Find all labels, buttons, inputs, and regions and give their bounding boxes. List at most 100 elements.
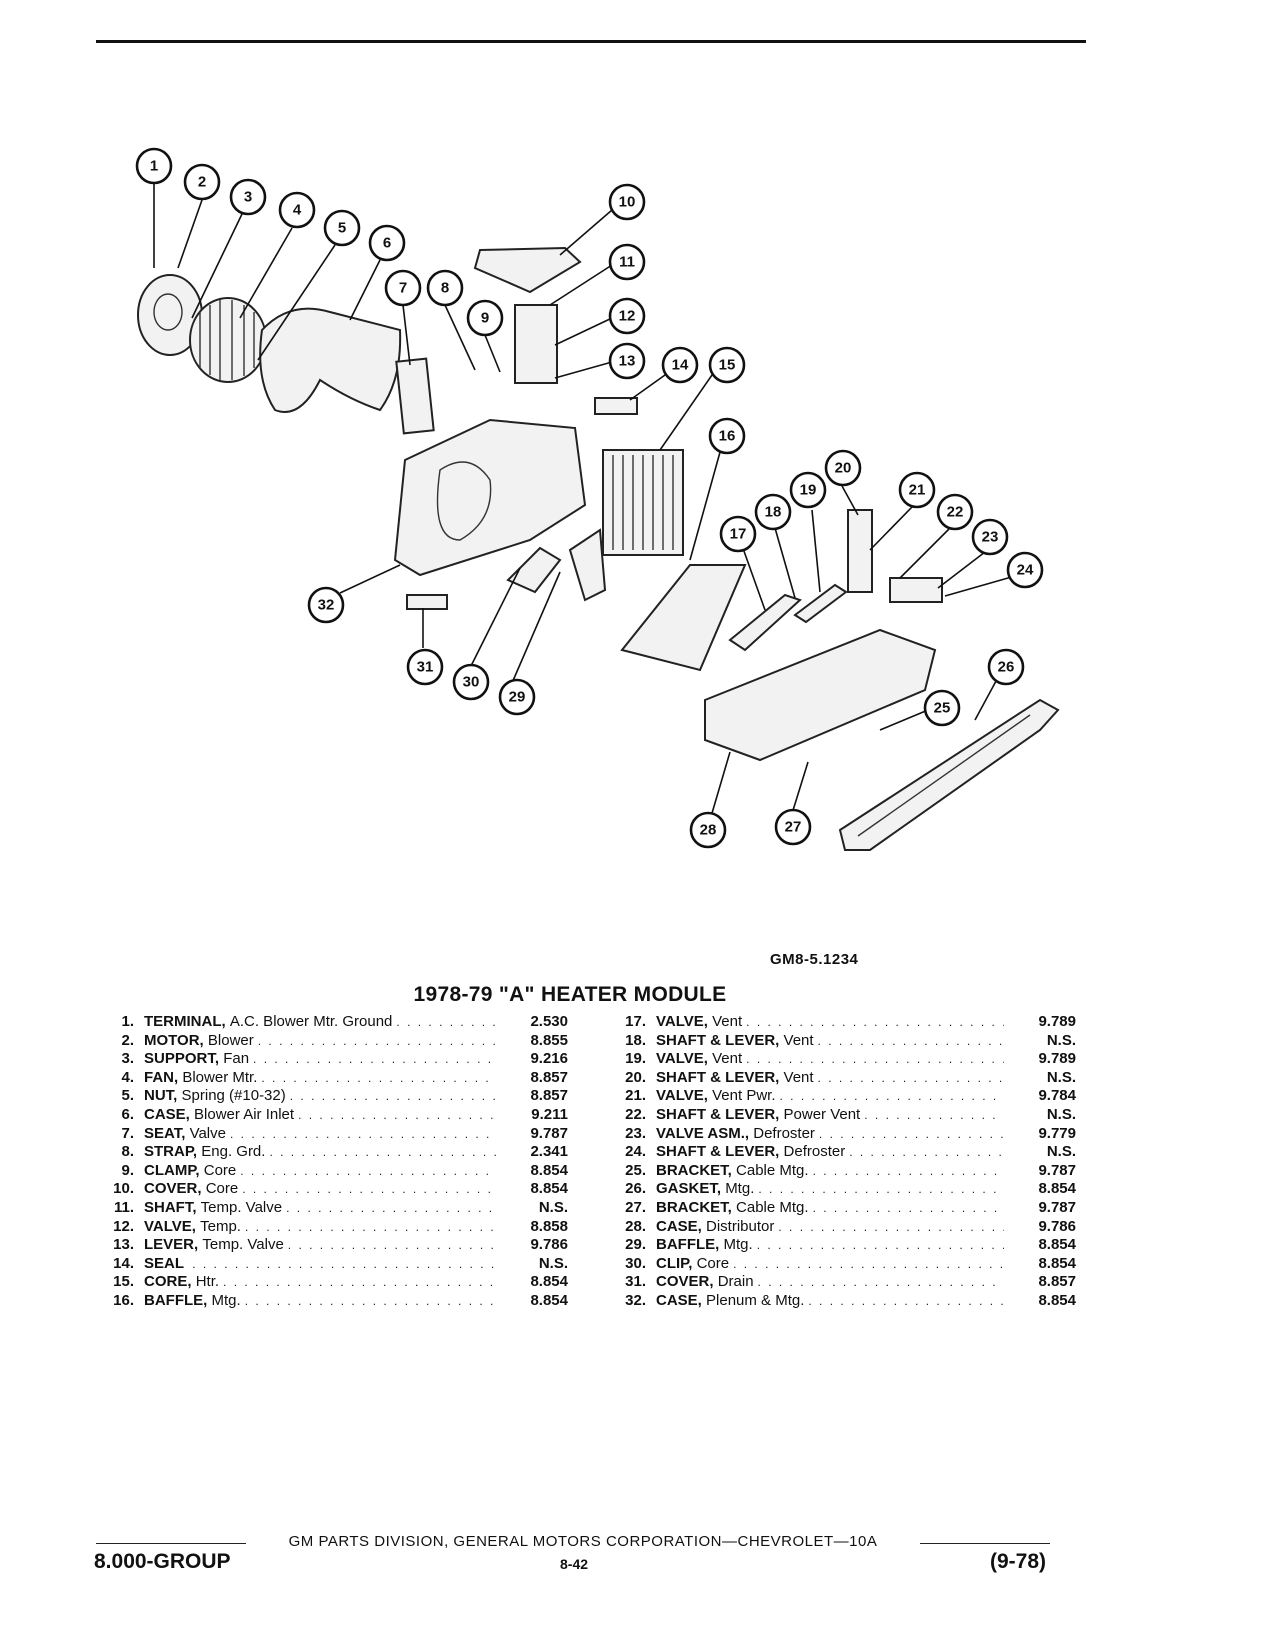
part-number: 25.	[625, 1161, 646, 1179]
leader-dots	[818, 1034, 1004, 1048]
top-rule	[96, 40, 1086, 43]
part-desc: Vent	[783, 1031, 814, 1049]
leader-dots	[298, 1108, 496, 1122]
part-number: 26.	[625, 1180, 646, 1198]
part-desc: Distributor	[706, 1217, 775, 1235]
part-code: 9.784	[1038, 1087, 1076, 1105]
table-row: 3.SUPPORT, Fan9.216	[88, 1050, 568, 1069]
part-code: N.S.	[538, 1254, 568, 1272]
part-code: 8.857	[530, 1068, 568, 1086]
callout-20-label: 20	[835, 460, 852, 477]
leader-dots	[396, 1015, 496, 1029]
part-number: 6.	[121, 1105, 134, 1123]
part-drawings	[137, 246, 1060, 851]
part-name: COVER,	[144, 1180, 202, 1198]
leader-dots	[223, 1275, 496, 1289]
part-desc: Vent	[712, 1013, 743, 1030]
part-code: N.S.	[538, 1198, 568, 1216]
callout-5: 5	[323, 209, 361, 247]
part-number: 1.	[121, 1013, 134, 1030]
part-desc: Vent Pwr.	[712, 1087, 776, 1105]
page-title: 1978-79 "A" HEATER MODULE	[413, 983, 727, 1006]
table-row: 10.COVER, Core8.854	[88, 1180, 568, 1199]
leader-dots	[253, 1052, 496, 1066]
leader-dots	[780, 1089, 1005, 1103]
callout-15-label: 15	[719, 357, 736, 374]
callout-7-label: 7	[399, 280, 407, 297]
callout-9-label: 9	[481, 310, 489, 327]
part-name: CLIP,	[656, 1254, 693, 1272]
part-number: 31.	[625, 1273, 646, 1291]
table-row: 14.SEAL N.S.	[88, 1255, 568, 1274]
part-number: 24.	[625, 1143, 646, 1161]
group-label: 8.000-GROUP	[94, 1550, 231, 1573]
part-name: SEAL	[144, 1254, 185, 1272]
part-code: 8.854	[1038, 1180, 1076, 1198]
part-number: 13.	[113, 1236, 134, 1254]
callout-16-label: 16	[719, 428, 736, 445]
callout-2-label: 2	[198, 174, 206, 191]
callout-21: 21	[898, 471, 936, 509]
part-code: 8.854	[530, 1180, 568, 1198]
table-row: 8.STRAP, Eng. Grd.2.341	[88, 1143, 568, 1162]
part-code: 8.855	[530, 1031, 568, 1049]
part-number: 23.	[625, 1124, 646, 1142]
callout-22: 22	[936, 493, 974, 531]
leader-dots	[864, 1108, 1004, 1122]
callout-31: 31	[406, 648, 444, 686]
part-desc: Cable Mtg.	[736, 1161, 809, 1179]
callout-29-label: 29	[509, 689, 526, 706]
part-desc: Core	[205, 1180, 239, 1198]
figure-code: GM8-5.1234	[770, 951, 859, 968]
table-row: 26.GASKET, Mtg.8.854	[600, 1180, 1076, 1199]
callout-30: 30	[452, 663, 490, 701]
part-desc: Mtg.	[723, 1236, 753, 1254]
part-name: BRACKET,	[656, 1161, 732, 1179]
part-number: 4.	[121, 1068, 134, 1086]
table-row: 17.VALVE, Vent9.789	[600, 1013, 1076, 1032]
table-row: 2.MOTOR, Blower8.855	[88, 1032, 568, 1051]
callout-20: 20	[824, 449, 862, 487]
part-name: VALVE ASM.,	[656, 1124, 750, 1142]
leader-dots	[818, 1071, 1004, 1085]
part-desc: Cable Mtg.	[736, 1198, 809, 1216]
part-number: 5.	[121, 1087, 134, 1105]
callout-28-label: 28	[700, 822, 717, 839]
callout-24: 24	[1006, 551, 1044, 589]
part-code: 8.854	[530, 1273, 568, 1291]
part-name: NUT,	[144, 1087, 178, 1105]
callout-25: 25	[923, 689, 961, 727]
leader-dots	[290, 1089, 496, 1103]
part-code: N.S.	[1046, 1105, 1076, 1123]
part-name: CASE,	[144, 1105, 190, 1123]
part-code: N.S.	[1046, 1143, 1076, 1161]
part-number: 21.	[625, 1087, 646, 1105]
part-code: 8.854	[530, 1161, 568, 1179]
table-row: 21.VALVE, Vent Pwr.9.784	[600, 1087, 1076, 1106]
leader-dots	[758, 1182, 1004, 1196]
callout-25-label: 25	[934, 700, 951, 717]
part-name: CASE,	[656, 1291, 702, 1309]
callout-6-label: 6	[383, 235, 391, 252]
callout-3-label: 3	[244, 189, 252, 206]
table-row: 23.VALVE ASM., Defroster9.779	[600, 1125, 1076, 1144]
callout-23: 23	[971, 518, 1009, 556]
callout-2: 2	[183, 163, 221, 201]
footer-rule-right	[920, 1543, 1050, 1544]
part-code: N.S.	[1046, 1068, 1076, 1086]
table-row: 6.CASE, Blower Air Inlet9.211	[88, 1106, 568, 1125]
part-name: BAFFLE,	[144, 1291, 208, 1309]
callout-23-label: 23	[982, 529, 999, 546]
part-name: LEVER,	[144, 1236, 199, 1254]
part-code: 8.858	[530, 1217, 568, 1235]
part-code: 9.789	[1038, 1050, 1076, 1068]
exploded-parts-diagram: 1 2 3 4 5 6 7 8 9 10 11 12 13 14 15 16 1…	[135, 147, 1060, 851]
part-number: 12.	[113, 1217, 134, 1235]
part-desc: Blower Air Inlet	[194, 1105, 295, 1123]
callout-8-label: 8	[441, 280, 449, 297]
part-number: 20.	[625, 1068, 646, 1086]
table-row: 5.NUT, Spring (#10-32)8.857	[88, 1087, 568, 1106]
callout-29: 29	[498, 678, 536, 716]
part-number: 15.	[113, 1273, 134, 1291]
footer-rule-left	[96, 1543, 246, 1544]
